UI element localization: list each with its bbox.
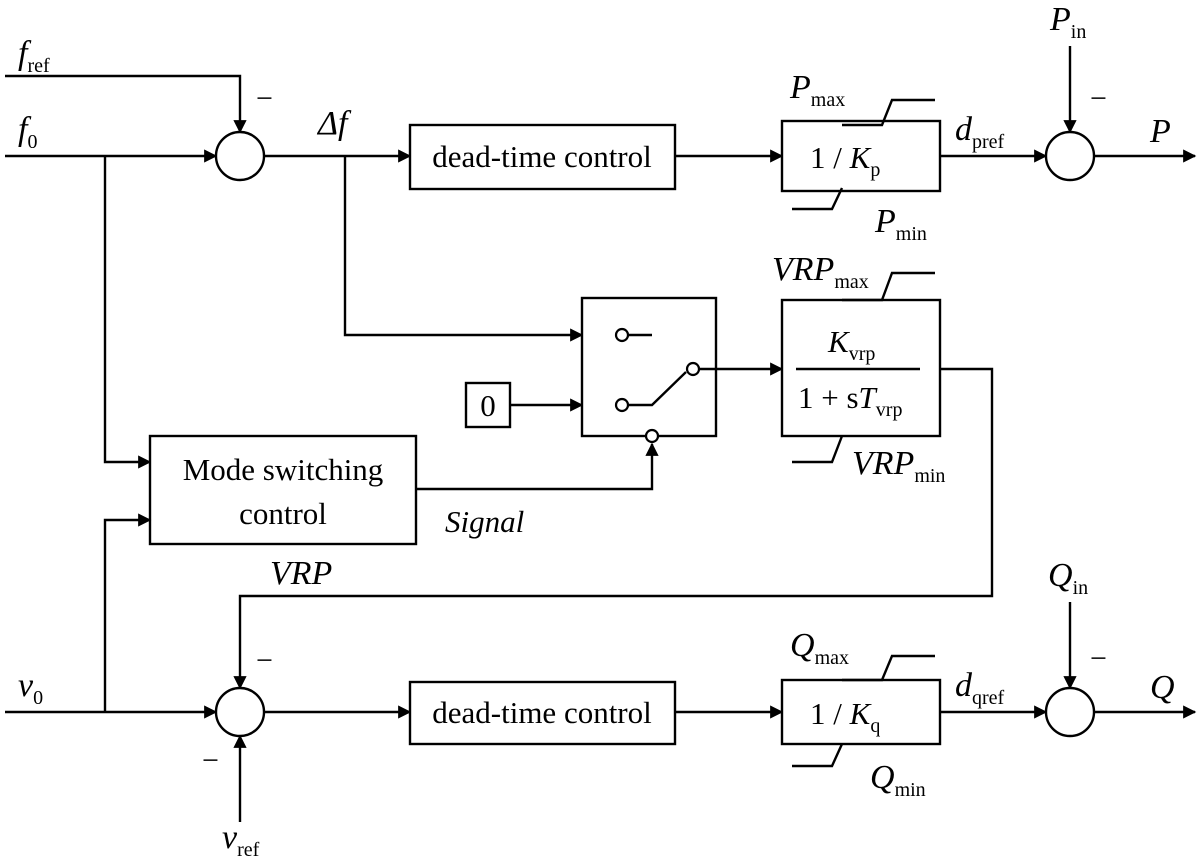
frequency-summing-junction	[214, 130, 266, 182]
power-summing-junction	[1044, 130, 1096, 182]
p-output-label: P	[1149, 113, 1171, 150]
gain-block-kp	[780, 119, 942, 193]
mode-switching-label-line1: Mode switching	[183, 452, 384, 487]
v-ref-label: vref	[222, 819, 260, 861]
f-ref-label: fref	[18, 35, 50, 77]
gain-kp-label: 1 / Kp	[810, 140, 880, 181]
switch-blade	[628, 371, 687, 407]
vrp-max-label: VRPmax	[772, 251, 869, 293]
p-in-minus-sign: −	[1090, 82, 1107, 115]
switch-output-node	[685, 361, 701, 377]
q-in-minus-sign: −	[1090, 642, 1107, 675]
p-max-label: Pmax	[789, 69, 845, 111]
p-in-label: Pin	[1049, 1, 1086, 43]
q-max-label: Qmax	[790, 627, 849, 669]
zero-constant-label: 0	[480, 388, 496, 423]
q-min-limit-mark	[792, 743, 844, 768]
dqref-label: dqref	[955, 667, 1005, 709]
switch-control-node	[644, 428, 660, 444]
q-in-label: Qin	[1048, 557, 1088, 599]
p-min-label: Pmin	[874, 203, 927, 245]
p-min-limit-mark	[792, 187, 844, 211]
f-ref-minus-sign: −	[256, 82, 273, 115]
vrp-min-label: VRPmin	[852, 445, 945, 487]
f0-branch-line	[103, 156, 152, 469]
reactive-summing-junction	[1044, 686, 1096, 738]
vrp-label: VRP	[270, 555, 332, 592]
gain-block-kq	[780, 678, 942, 746]
v0-label: v0	[18, 667, 43, 709]
dead-time-block-top	[408, 123, 677, 191]
voltage-summing-junction	[214, 686, 266, 738]
dead-time-top-label: dead-time control	[432, 139, 652, 174]
mode-switching-control-block	[148, 434, 418, 546]
gain-kq-label: 1 / Kq	[810, 696, 880, 737]
vrp-numerator-label: Kvrp	[827, 324, 875, 365]
dead-time-bottom-label: dead-time control	[432, 695, 652, 730]
vrp-minus-sign: −	[256, 644, 273, 677]
delta-f-label: Δf	[316, 105, 352, 142]
f-ref-line	[5, 74, 247, 134]
f0-label: f0	[18, 111, 37, 153]
v-ref-minus-sign: −	[202, 744, 219, 777]
q-output-label: Q	[1150, 669, 1175, 706]
v0-branch-line	[103, 513, 152, 712]
vrp-max-limit-mark	[842, 271, 935, 302]
delta-f-branch-line	[343, 156, 584, 342]
dpref-label: dpref	[955, 111, 1005, 153]
vrp-denominator-label: 1 + sTvrp	[798, 380, 902, 421]
p-max-limit-mark	[842, 98, 935, 127]
switch-contact-bottom	[614, 397, 630, 413]
switch-contact-top	[614, 327, 630, 343]
signal-line	[416, 442, 659, 491]
vrp-feedback-line	[233, 367, 994, 690]
mode-switching-label-line2: control	[239, 496, 327, 531]
q-min-label: Qmin	[870, 759, 926, 801]
dead-time-block-bottom	[408, 680, 677, 746]
signal-label: Signal	[445, 504, 524, 539]
q-max-limit-mark	[842, 654, 935, 682]
vrp-min-limit-mark	[792, 435, 844, 464]
